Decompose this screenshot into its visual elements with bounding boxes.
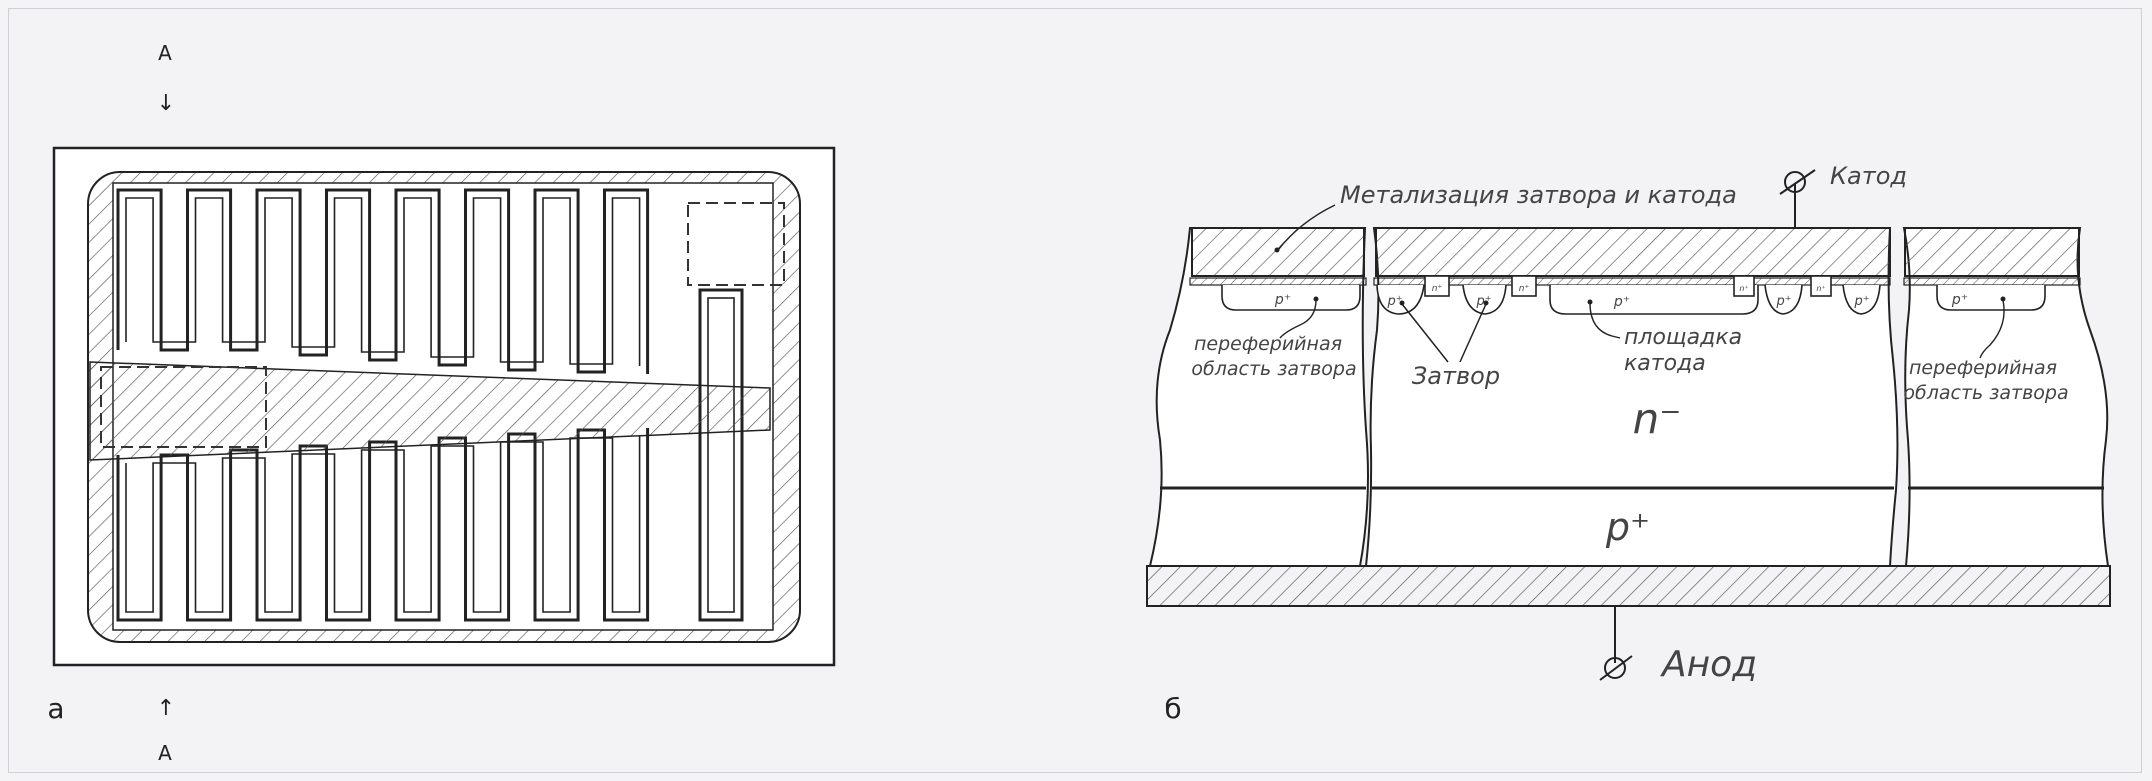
p-plus-small-label: p⁺ xyxy=(1475,294,1491,309)
top-metal-middle xyxy=(1375,227,1891,277)
oxide-left xyxy=(1189,277,1367,286)
n-plus-small-label: n⁺ xyxy=(1739,284,1748,293)
peripheral-left-line2: область затвора xyxy=(1191,358,1356,380)
oxide-right xyxy=(1903,277,2081,286)
cathode-pad-dot xyxy=(1587,299,1593,305)
upper-gate-comb-inner xyxy=(125,197,641,366)
panel-b-letter: б xyxy=(1164,692,1181,725)
p-plus-small-label: p⁺ xyxy=(1274,292,1291,308)
p-well-gate-1 xyxy=(1376,284,1425,315)
metallization-label: Метализация затвора и катода xyxy=(1340,181,1737,209)
panel-a: A ↓ ↑ A а xyxy=(47,41,836,765)
anode-terminal-slash xyxy=(1599,655,1633,681)
gate-bus-wedge xyxy=(89,361,771,461)
cathode-well xyxy=(1549,285,1759,315)
n-plus-box-1 xyxy=(1424,275,1450,297)
n-plus-small-label: n⁺ xyxy=(1519,284,1530,294)
gate-pad-outline xyxy=(100,366,267,448)
middle-block xyxy=(1364,227,1899,567)
peripheral-right-line2: область затвора xyxy=(1903,382,2068,404)
peripheral-right-dot xyxy=(2000,296,2006,302)
p-well-gate-2 xyxy=(1462,284,1507,315)
cathode-pad-outline xyxy=(687,202,785,286)
anode-label: Анод xyxy=(1660,644,1757,685)
panel-b: б n⁺ n⁺ n⁺ n xyxy=(1146,162,2111,725)
metallization-dot xyxy=(1274,247,1280,253)
cathode-pad-leader xyxy=(1589,302,1621,339)
cut-arrow-up-icon: ↑ xyxy=(157,696,175,721)
cathode-terminal-slash xyxy=(1779,169,1816,195)
gate-dot-1 xyxy=(1399,300,1405,306)
peripheral-right-line1: переферийная xyxy=(1909,357,2057,379)
peripheral-right-leader xyxy=(1979,299,2005,359)
anode-terminal-icon xyxy=(1604,657,1626,679)
metallization-leader xyxy=(1277,204,1336,251)
peripheral-left-dot xyxy=(1313,296,1319,302)
panel-a-letter: а xyxy=(47,692,64,725)
right-block xyxy=(1902,227,2110,567)
p-well-gate-3 xyxy=(1764,284,1803,315)
n-plus-box-2 xyxy=(1511,275,1537,297)
p-plus-small-label: p⁺ xyxy=(1386,294,1402,309)
p-well-right xyxy=(1936,285,2046,311)
right-finger xyxy=(698,288,744,622)
cut-label-top: A xyxy=(158,41,172,65)
gate-leader-1 xyxy=(1401,303,1449,363)
peripheral-left-leader xyxy=(1279,299,1317,339)
p-plus-small-label: p⁺ xyxy=(1853,294,1869,309)
p-plus-small-label: p⁺ xyxy=(1951,292,1968,308)
p-plus-small-label: p⁺ xyxy=(1775,294,1791,309)
p-plus-small-label: p⁺ xyxy=(1613,294,1630,310)
lower-gate-comb-inner xyxy=(125,436,641,613)
cathode-terminal-icon xyxy=(1784,171,1806,193)
n-minus-label: n⁻ xyxy=(1633,394,1682,443)
gate-leader-2 xyxy=(1459,303,1487,363)
upper-gate-comb xyxy=(116,188,650,374)
peripheral-left-line1: переферийная xyxy=(1194,333,1342,355)
right-finger-inner xyxy=(707,297,735,613)
cathode-label: Катод xyxy=(1830,162,1907,190)
n-plus-small-label: n⁺ xyxy=(1432,284,1443,294)
cathode-pad-line2: катода xyxy=(1624,351,1706,376)
p-well-gate-4 xyxy=(1842,284,1881,315)
top-metal-right xyxy=(1904,227,2080,277)
p-well-left xyxy=(1221,285,1361,311)
cut-label-bottom: A xyxy=(158,741,172,765)
n-plus-box-3 xyxy=(1733,275,1755,297)
n-plus-box-4 xyxy=(1810,275,1832,297)
cut-arrow-down-icon: ↓ xyxy=(157,91,175,116)
anode-metal xyxy=(1146,565,2111,607)
cathode-pad-line1: площадка xyxy=(1624,325,1742,350)
gate-dot-2 xyxy=(1483,300,1489,306)
gate-label: Затвор xyxy=(1412,362,1500,390)
p-plus-layer-label: p⁺ xyxy=(1605,505,1650,549)
n-plus-small-label: n⁺ xyxy=(1816,284,1825,293)
